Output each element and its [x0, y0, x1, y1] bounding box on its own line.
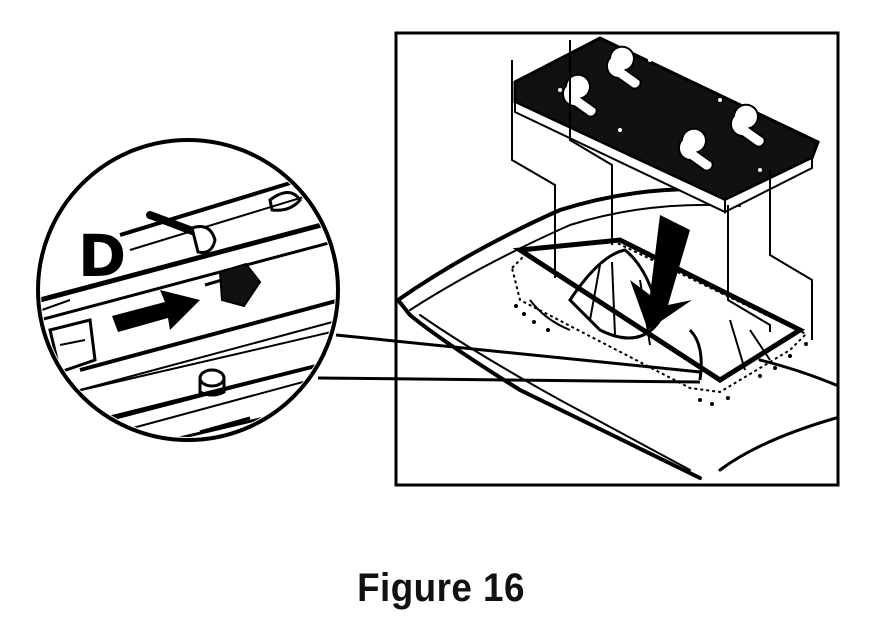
detail-magnifier: [36, 138, 701, 442]
alignment-guide-lines: [511, 40, 813, 340]
detail-arrow: [112, 290, 200, 332]
mounting-plate: [513, 36, 820, 214]
mounting-opening: [510, 237, 808, 394]
keyhole-slot: [561, 45, 766, 172]
downward-arrow: [630, 215, 692, 330]
figure-caption: Figure 16: [357, 566, 525, 610]
sealant-dots: [514, 304, 808, 406]
panel-frame: [394, 31, 840, 487]
callout-label-d: D: [78, 222, 127, 290]
